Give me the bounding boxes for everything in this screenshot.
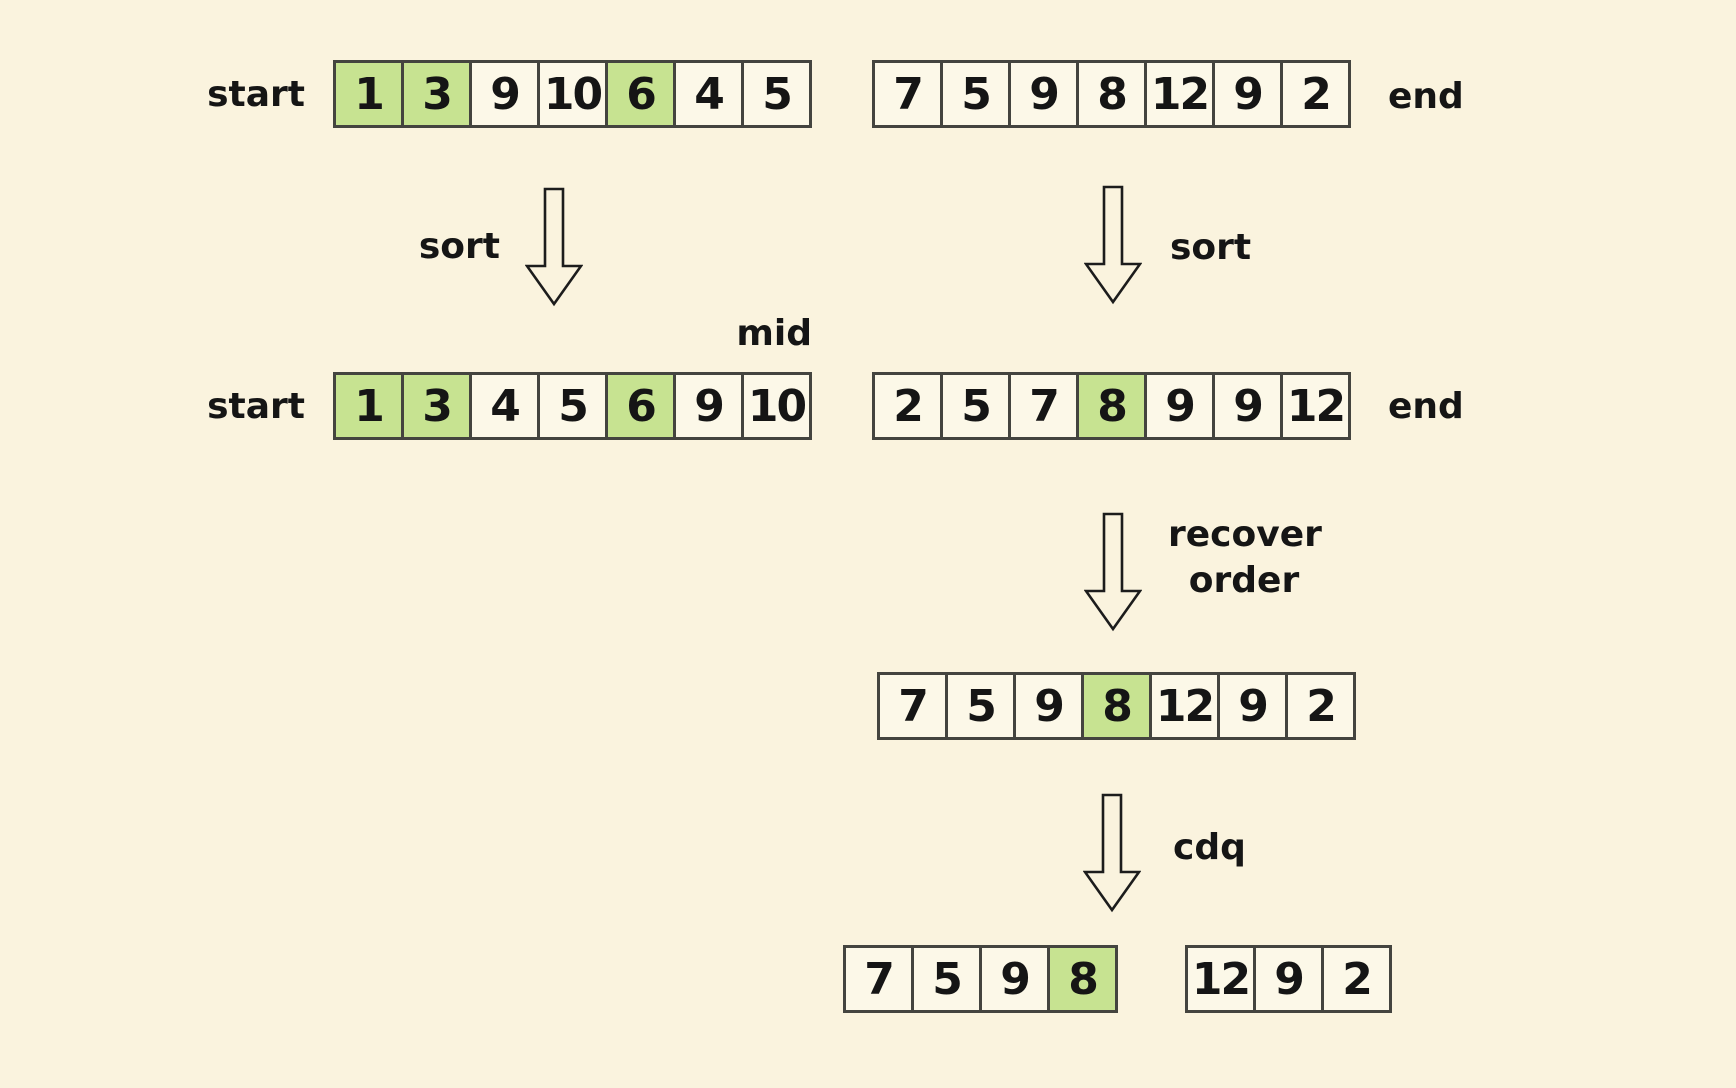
array-cell: 2	[1321, 945, 1392, 1013]
array-cell: 5	[911, 945, 982, 1013]
array-cell: 2	[872, 372, 943, 440]
array-cell: 9	[1144, 372, 1215, 440]
recover-order-label: recover order	[1168, 512, 1322, 604]
sort-right-label: sort	[1170, 227, 1252, 268]
array-cell: 7	[843, 945, 914, 1013]
array-cell: 7	[1008, 372, 1079, 440]
array-cell: 5	[945, 672, 1016, 740]
start-label-top: start	[207, 74, 305, 115]
array-cell: 2	[1285, 672, 1356, 740]
array-cell: 7	[872, 60, 943, 128]
down-arrow-icon	[1084, 185, 1142, 305]
array-cell: 9	[469, 60, 540, 128]
start-label-sorted: start	[207, 386, 305, 427]
array-cell: 8	[1076, 372, 1147, 440]
array-cell: 10	[741, 372, 812, 440]
array-cell: 4	[469, 372, 540, 440]
array-cell: 9	[1253, 945, 1324, 1013]
array-cell: 8	[1047, 945, 1118, 1013]
array-cell: 9	[1217, 672, 1288, 740]
array-cell: 8	[1081, 672, 1152, 740]
end-label-sorted: end	[1388, 386, 1464, 427]
cdq-label: cdq	[1173, 827, 1246, 868]
array-cell: 9	[1212, 372, 1283, 440]
end-label-top: end	[1388, 76, 1464, 117]
array-cell: 6	[605, 60, 676, 128]
array-cell: 9	[1013, 672, 1084, 740]
array-cell: 8	[1076, 60, 1147, 128]
sort-left-label: sort	[418, 226, 500, 267]
array-cell: 12	[1149, 672, 1220, 740]
array-cell: 5	[940, 372, 1011, 440]
down-arrow-icon	[525, 187, 583, 307]
array-cell: 9	[979, 945, 1050, 1013]
array-cell: 6	[605, 372, 676, 440]
down-arrow-icon	[1084, 512, 1142, 632]
recover-order-line2: order	[1188, 560, 1300, 601]
array-cell: 12	[1185, 945, 1256, 1013]
array-cell: 3	[401, 372, 472, 440]
array-cell: 5	[741, 60, 812, 128]
array-cell: 7	[877, 672, 948, 740]
array-cell: 2	[1280, 60, 1351, 128]
array-cell: 9	[673, 372, 744, 440]
array-cell: 3	[401, 60, 472, 128]
array-cell: 1	[333, 60, 404, 128]
array-cell: 1	[333, 372, 404, 440]
down-arrow-icon	[1083, 793, 1141, 913]
array-cell: 10	[537, 60, 608, 128]
array-cell: 9	[1212, 60, 1283, 128]
recover-order-line1: recover	[1168, 514, 1322, 555]
array-cell: 12	[1280, 372, 1351, 440]
mid-label: mid	[736, 313, 812, 354]
array-cell: 12	[1144, 60, 1215, 128]
array-cell: 4	[673, 60, 744, 128]
array-cell: 5	[940, 60, 1011, 128]
array-cell: 5	[537, 372, 608, 440]
array-cell: 9	[1008, 60, 1079, 128]
